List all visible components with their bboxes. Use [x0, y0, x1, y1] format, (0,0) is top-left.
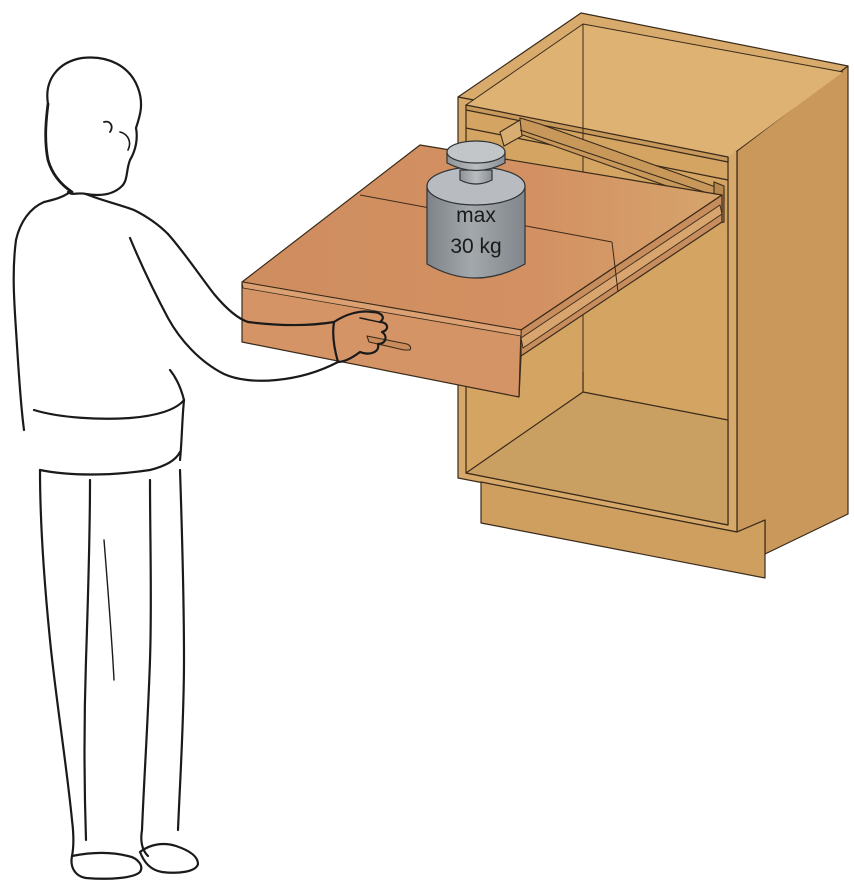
cabinet-side-panel	[736, 65, 849, 555]
person-right-shoe	[138, 842, 200, 874]
person-hand	[332, 310, 389, 364]
person-head	[46, 56, 143, 197]
weight-label-capacity: 30 kg	[450, 235, 501, 258]
person-sketch	[12, 56, 389, 880]
weight-label-max: max	[456, 204, 496, 227]
cabinet-plinth	[480, 481, 766, 579]
weight: max 30 kg	[426, 140, 526, 279]
person-left-shoe	[70, 851, 143, 880]
drawer-handle	[366, 335, 412, 351]
weight-body	[426, 185, 526, 279]
